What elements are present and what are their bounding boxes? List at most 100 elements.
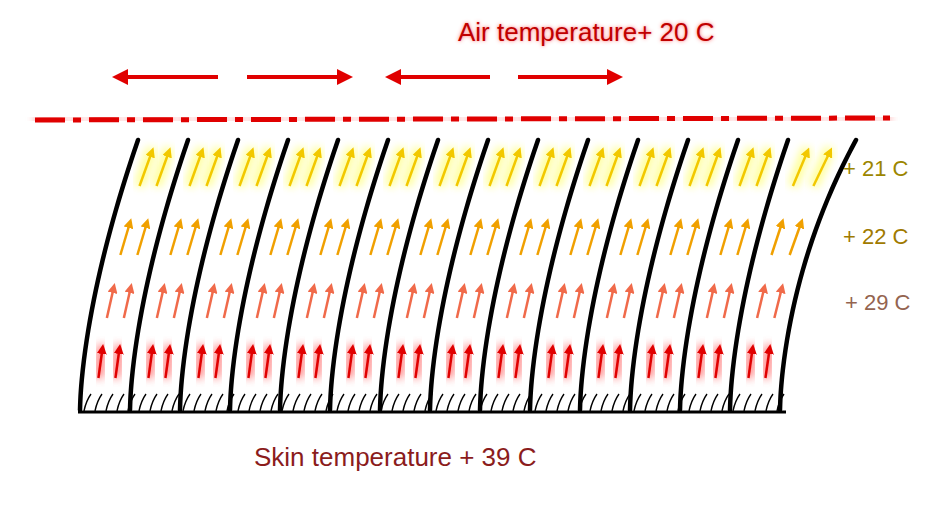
- underfur-strand: [469, 394, 476, 411]
- heat-arrow: [440, 152, 452, 186]
- heat-glow-spot: [457, 148, 469, 186]
- underfur-strand: [370, 394, 377, 411]
- underfur-strand: [711, 394, 718, 411]
- heat-arrow: [648, 349, 652, 378]
- heat-arrow: [724, 288, 731, 318]
- heat-glow-spot: [165, 345, 169, 378]
- heat-arrow: [620, 223, 629, 255]
- heat-glow-spot: [507, 148, 519, 186]
- underfur-strand: [403, 394, 410, 411]
- heat-glow-spot: [448, 345, 452, 378]
- underfur-strand: [359, 394, 366, 411]
- heat-arrow: [448, 349, 452, 378]
- hair-strand: [730, 140, 788, 410]
- underfur-strand: [414, 394, 421, 411]
- hair-strand: [680, 140, 738, 410]
- heat-glow-spot: [748, 345, 752, 378]
- underfur-strand: [744, 394, 751, 411]
- underfur-strand: [601, 394, 608, 411]
- heat-arrow: [665, 349, 669, 378]
- heat-arrow: [457, 152, 469, 186]
- underfur-strand: [260, 394, 267, 411]
- heat-glow-spot: [490, 148, 502, 186]
- underfur-strand: [447, 394, 454, 411]
- airflow-arrow: [120, 75, 218, 79]
- hair-strand: [180, 140, 238, 410]
- heat-arrow: [790, 223, 801, 255]
- heat-arrow: [774, 288, 782, 318]
- heat-glow-spot: [307, 148, 319, 186]
- heat-glow-spot: [248, 345, 252, 378]
- heat-arrow: [557, 152, 569, 186]
- heat-arrow: [237, 223, 246, 255]
- heat-arrow: [765, 349, 769, 378]
- heat-glow-spot: [793, 148, 807, 186]
- underfur-strand: [568, 394, 575, 411]
- heat-arrow: [474, 288, 481, 318]
- heat-glow-spot: [98, 345, 102, 378]
- heat-glow-spot: [257, 148, 269, 186]
- underfur-strand: [667, 394, 674, 411]
- underfur-strand: [216, 394, 223, 411]
- heat-arrow: [487, 223, 496, 255]
- boundary-line: [35, 118, 890, 120]
- heat-arrow: [707, 288, 714, 318]
- underfur-strand: [282, 394, 289, 411]
- heat-glow-spot: [140, 148, 152, 186]
- heat-arrow: [607, 288, 614, 318]
- skin-temperature-label: Skin temperature + 39 C: [254, 443, 537, 473]
- heat-arrow: [757, 152, 769, 186]
- heat-arrow: [615, 349, 619, 378]
- heat-glow: [98, 148, 829, 378]
- heat-arrow: [757, 288, 764, 318]
- heat-arrow: [215, 349, 219, 378]
- heat-glow-spot: [298, 345, 302, 378]
- heat-arrow: [257, 288, 264, 318]
- heat-glow-spot: [707, 148, 719, 186]
- hair-strand: [430, 140, 488, 410]
- heat-arrows: [98, 152, 829, 378]
- heat-glow-spot: [648, 345, 652, 378]
- heat-arrow: [415, 349, 419, 378]
- boundary-glow: [35, 118, 890, 120]
- heat-arrow: [107, 288, 114, 318]
- underfur-strand: [502, 394, 509, 411]
- heat-glow-spot: [198, 345, 202, 378]
- underfur-strand: [117, 394, 124, 411]
- underfur-strand: [546, 394, 553, 411]
- underfur-strand: [84, 394, 91, 411]
- heat-arrow: [265, 349, 269, 378]
- underfur-strand: [733, 394, 740, 411]
- heat-arrow: [670, 223, 679, 255]
- heat-arrow: [520, 223, 529, 255]
- underfur-strand: [491, 394, 498, 411]
- heat-glow-spot: [813, 148, 829, 186]
- underfur-strand: [689, 394, 696, 411]
- heat-arrow: [348, 349, 352, 378]
- underfur-strand: [95, 394, 102, 411]
- heat-glow-spot: [465, 345, 469, 378]
- heat-arrow: [457, 288, 464, 318]
- heat-arrow: [737, 223, 746, 255]
- underfur-strand: [755, 394, 762, 411]
- heat-arrow: [420, 223, 429, 255]
- airflow-arrow: [518, 75, 615, 79]
- hair-strand: [580, 140, 638, 410]
- heat-arrow: [570, 223, 579, 255]
- heat-glow-spot: [598, 345, 602, 378]
- air-temperature-label: Air temperature+ 20 C: [458, 18, 715, 48]
- heat-arrow: [148, 349, 152, 378]
- heat-arrow: [307, 288, 314, 318]
- underfur-strand: [238, 394, 245, 411]
- heat-arrow: [157, 288, 164, 318]
- heat-glow-spot: [290, 148, 302, 186]
- heat-arrow: [637, 223, 646, 255]
- underfur-strand: [590, 394, 597, 411]
- heat-glow-spot: [515, 345, 519, 378]
- underfur-strand: [513, 394, 520, 411]
- heat-arrow: [587, 223, 596, 255]
- heat-arrow: [370, 223, 379, 255]
- heat-arrow: [771, 223, 781, 255]
- underfur-strand: [656, 394, 663, 411]
